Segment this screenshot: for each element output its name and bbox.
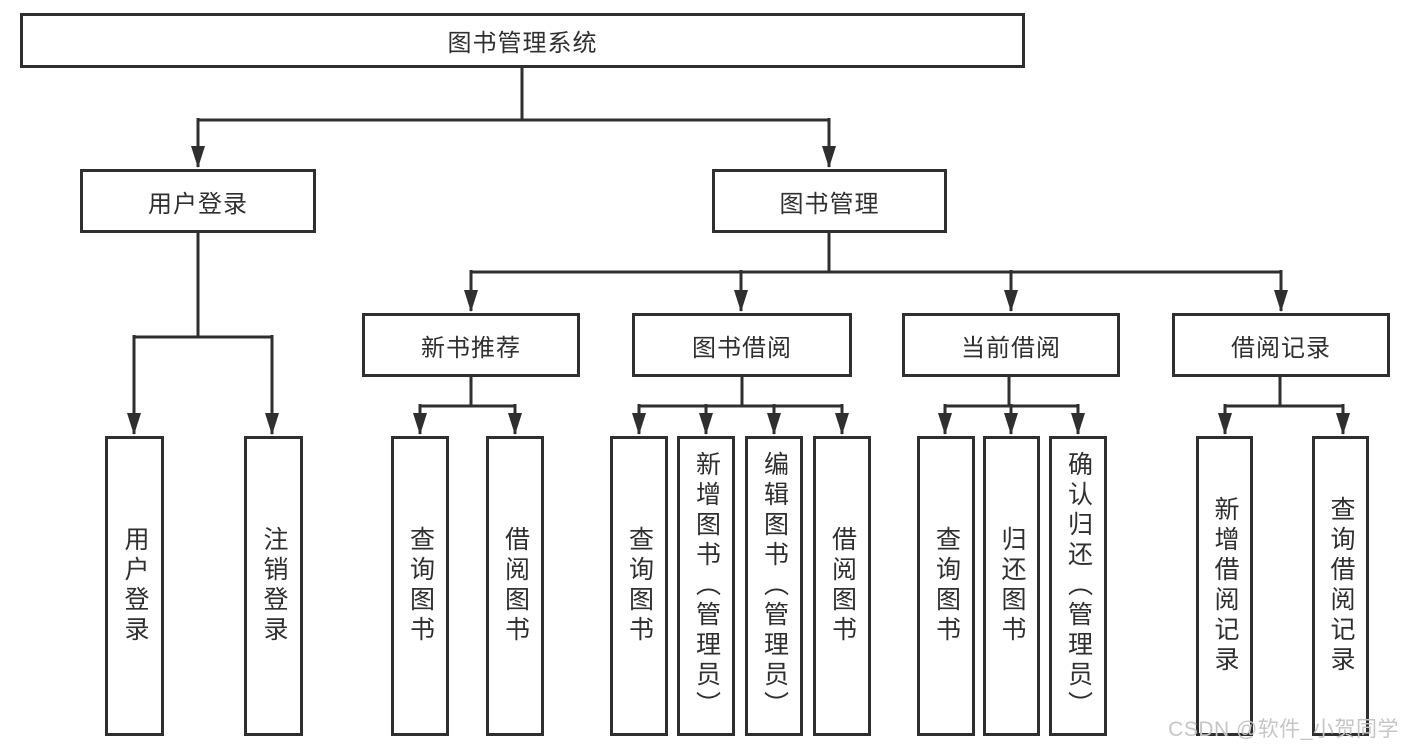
leaf-newrec-borrow-books-label: 借阅图书 [501,526,530,646]
node-current-borrow-label: 当前借阅 [961,334,1061,362]
leaf-records-add-record: 新增借阅记录 [1196,436,1253,736]
leaf-current-return-books-label: 归还图书 [998,526,1026,646]
node-current-borrow: 当前借阅 [902,313,1120,377]
node-borrow-records: 借阅记录 [1172,313,1390,377]
leaf-borrow-edit-books-label: 编辑图书（管理员） [760,451,789,721]
leaf-current-confirm-return: 确认归还（管理员） [1049,436,1107,736]
leaf-logout-label: 注销登录 [260,526,288,646]
connector-currentborrow-branch [938,377,1085,435]
node-new-book-rec: 新书推荐 [362,313,580,377]
leaf-current-query-books: 查询图书 [917,436,975,736]
leaf-borrow-add-books: 新增图书（管理员） [677,436,735,736]
leaf-borrow-edit-books: 编辑图书（管理员） [745,436,803,736]
watermark: CSDN @软件_小贺同学 [1168,718,1399,741]
node-book-mgmt: 图书管理 [712,169,947,233]
leaf-borrow-query-books: 查询图书 [610,436,668,736]
leaf-logout: 注销登录 [244,436,303,736]
leaf-current-return-books: 归还图书 [983,436,1040,736]
node-user-login: 用户登录 [80,169,316,233]
connector-newbookrec-branch [413,377,522,435]
leaf-records-query-record: 查询借阅记录 [1312,436,1369,736]
leaf-records-add-record-label: 新增借阅记录 [1211,496,1239,676]
node-new-book-rec-label: 新书推荐 [421,334,521,362]
node-root: 图书管理系统 [20,13,1025,68]
node-root-label: 图书管理系统 [447,30,598,57]
leaf-newrec-query-books: 查询图书 [391,436,449,736]
node-book-borrow: 图书借阅 [632,313,852,377]
leaf-current-confirm-return-label: 确认归还（管理员） [1064,451,1093,721]
leaf-borrow-borrow-books: 借阅图书 [813,436,871,736]
node-book-mgmt-label: 图书管理 [779,190,880,218]
leaf-current-query-books-label: 查询图书 [932,526,961,646]
leaf-newrec-borrow-books: 借阅图书 [486,436,544,736]
connector-userlogin-branch [127,233,279,435]
node-user-login-label: 用户登录 [148,190,248,218]
leaf-records-query-record-label: 查询借阅记录 [1327,496,1355,676]
leaf-newrec-query-books-label: 查询图书 [406,526,435,646]
connector-root-to-level2 [191,68,836,168]
leaf-user-login-label: 用户登录 [121,526,149,646]
leaf-borrow-add-books-label: 新增图书（管理员） [692,451,721,721]
leaf-user-login: 用户登录 [105,436,164,736]
leaf-borrow-query-books-label: 查询图书 [625,526,654,646]
node-book-borrow-label: 图书借阅 [692,334,792,362]
node-borrow-records-label: 借阅记录 [1231,334,1331,362]
connector-borrowrecords-branch [1218,377,1350,435]
connector-bookborrow-branch [632,377,849,435]
connector-bookmgmt-branch [464,233,1288,312]
leaf-borrow-borrow-books-label: 借阅图书 [828,526,857,646]
